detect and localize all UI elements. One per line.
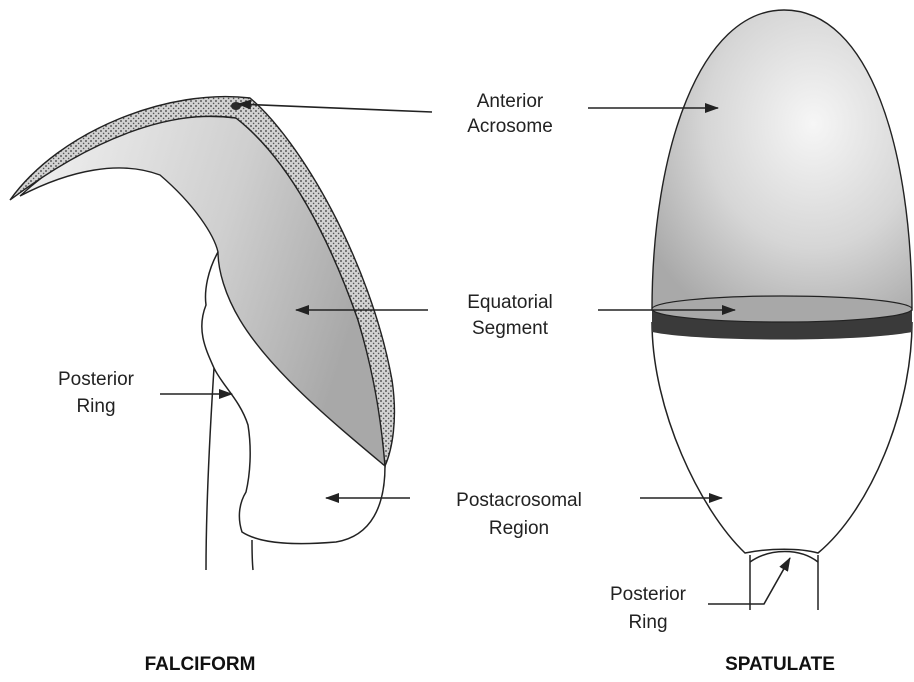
caption-falciform: FALCIFORM <box>145 654 256 675</box>
label-equatorial: Equatorial <box>467 292 553 313</box>
spatulate-equatorial-segment <box>652 296 912 322</box>
label-ring-left: Ring <box>76 396 115 417</box>
label-region: Region <box>489 518 549 539</box>
falciform-tail-line-left <box>206 368 214 570</box>
spatulate-postacrosomal-outline <box>652 322 912 553</box>
caption-spatulate: SPATULATE <box>725 654 835 675</box>
falciform-head <box>10 97 394 570</box>
label-acrosome: Acrosome <box>467 116 553 137</box>
label-posterior-right: Posterior <box>610 584 687 605</box>
spatulate-anterior-acrosome <box>652 10 912 310</box>
spatulate-posterior-ring <box>750 552 818 563</box>
label-ring-right: Ring <box>628 612 667 633</box>
arrow-posterior-ring-right <box>708 558 790 604</box>
arrow-anterior-acrosome-left <box>238 104 432 112</box>
falciform-acrosome-shading <box>20 117 385 466</box>
label-postacrosomal: Postacrosomal <box>456 490 582 511</box>
label-anterior: Anterior <box>477 91 544 112</box>
label-posterior-left: Posterior <box>58 369 135 390</box>
label-segment: Segment <box>472 318 549 339</box>
falciform-tail-line-right <box>252 540 253 570</box>
falciform-acrosome-spot <box>231 102 241 110</box>
